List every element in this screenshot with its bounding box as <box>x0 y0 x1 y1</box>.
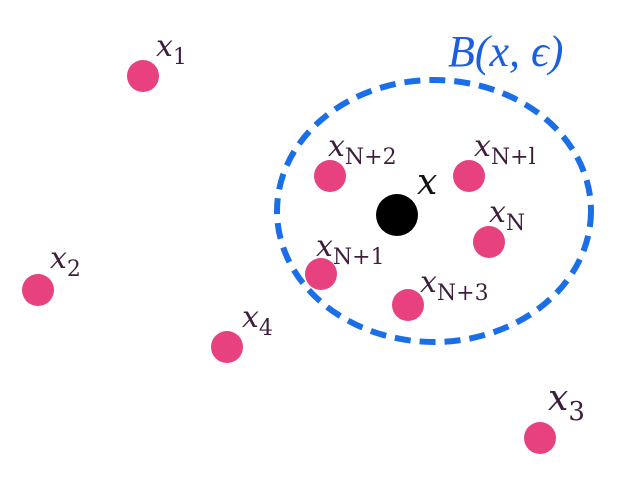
point-xN1 <box>305 258 337 290</box>
ball-label: B(x, ϵ) <box>448 27 563 76</box>
center-point <box>376 194 418 236</box>
point-xN3 <box>392 289 424 321</box>
label-x2: x2 <box>50 241 81 282</box>
point-x4 <box>211 331 243 363</box>
label-xN: xN <box>489 195 525 236</box>
label-x1: x1 <box>156 29 187 70</box>
center-label: x <box>417 162 437 203</box>
epsilon-ball <box>274 77 594 345</box>
point-x2 <box>22 274 54 306</box>
point-xN <box>473 226 505 258</box>
point-xN2 <box>314 160 346 192</box>
label-x3: x3 <box>548 378 585 427</box>
point-x1 <box>127 60 159 92</box>
point-x3 <box>524 422 556 454</box>
label-xN1: xN+1 <box>316 229 385 270</box>
label-xN2: xN+2 <box>328 129 397 170</box>
label-x4: x4 <box>242 300 273 341</box>
label-xN3: xN+3 <box>420 265 489 306</box>
point-xNl <box>453 160 485 192</box>
label-xNl: xN+l <box>474 129 536 170</box>
